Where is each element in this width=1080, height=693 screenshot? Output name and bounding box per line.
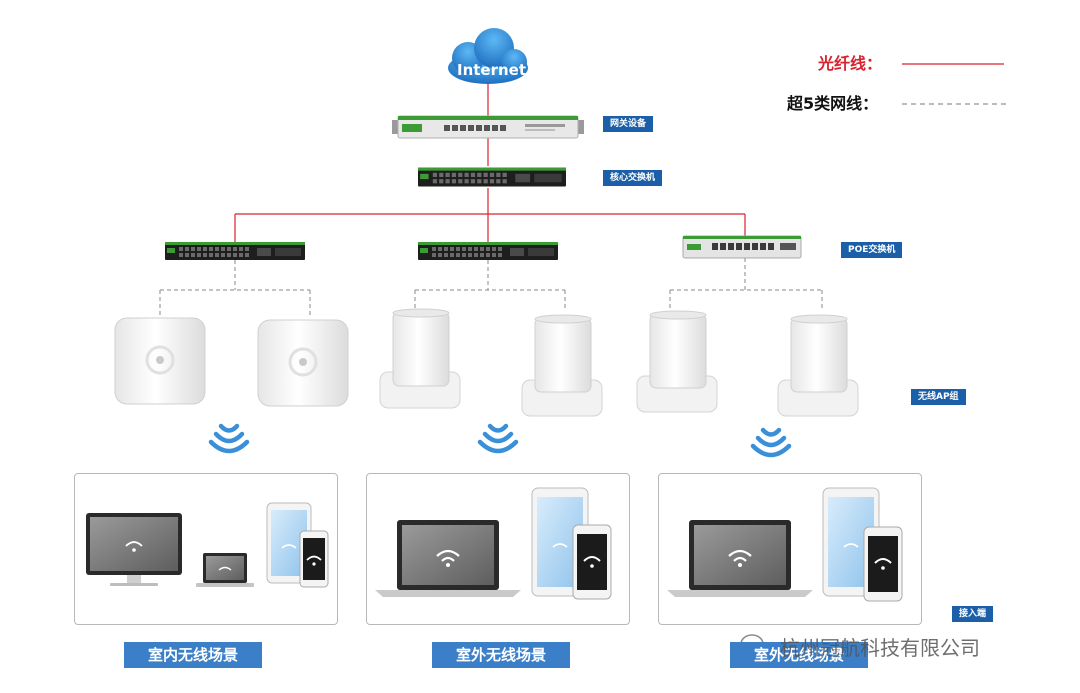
tag-access: 接入端	[952, 606, 994, 622]
tag-gateway: 网关设备	[603, 116, 654, 132]
cloud-icon	[448, 28, 528, 84]
smartphone-icon-1	[299, 530, 329, 588]
network-switch-icon-core	[418, 167, 566, 187]
outdoor-ap-icon-2	[521, 314, 603, 417]
wifi-signal-icon-1	[208, 423, 250, 454]
outdoor-ap-icon-4	[777, 314, 859, 417]
ceiling-ap-icon-2	[257, 319, 349, 407]
scene-label-2: 室外无线场景	[432, 642, 570, 668]
watermark-text: 杭州冠航科技有限公司	[780, 636, 980, 660]
legend-cat5e-label: 超5类网线：	[787, 94, 879, 113]
tag-core-switch: 核心交换机	[603, 170, 663, 186]
desktop-monitor-icon	[86, 513, 182, 586]
wifi-signal-icon-2	[477, 423, 519, 454]
network-switch-icon-poe-2	[418, 242, 558, 260]
internet-label: Internet	[457, 61, 527, 79]
outdoor-ap-icon-3	[636, 310, 718, 413]
cat5e-links	[159, 258, 823, 318]
network-switch-icon-poe-1	[165, 242, 305, 260]
scene-label-3: 室外无线场景	[730, 642, 868, 668]
tag-ap-group: 无线AP组	[911, 389, 966, 405]
tag-poe-switch: POE交换机	[841, 242, 903, 258]
laptop-icon-3	[667, 520, 813, 597]
laptop-icon-1	[196, 553, 254, 587]
ceiling-ap-icon-1	[114, 317, 206, 405]
laptop-icon-2	[375, 520, 521, 597]
scene-label-1: 室内无线场景	[124, 642, 262, 668]
smartphone-icon-2	[572, 524, 612, 600]
wifi-signal-icon-3	[750, 427, 792, 458]
legend-fiber-label: 光纤线：	[818, 54, 883, 73]
fiber-links	[234, 84, 746, 242]
tablet-icon-1	[266, 502, 312, 584]
gateway-router-icon	[392, 115, 584, 139]
network-switch-icon-poe-3	[682, 235, 802, 259]
outdoor-ap-icon-1	[379, 308, 461, 409]
tablet-icon-2	[531, 487, 589, 597]
smartphone-icon-3	[863, 526, 903, 602]
